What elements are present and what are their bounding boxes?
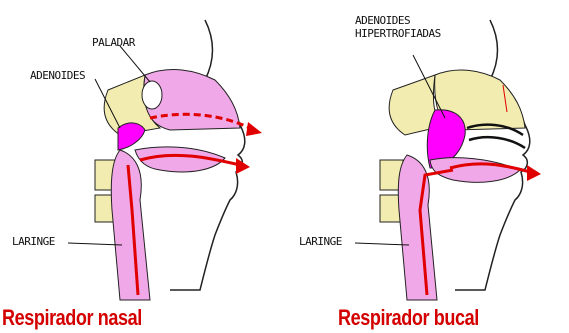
bucal-anatomy-diagram [285,0,569,333]
oral-airflow-arrowhead [236,158,250,174]
label-adenoids: ADENOIDES [30,69,85,82]
label-larynx: LARINGE [12,235,55,248]
caption-bucal: Respirador bucal [338,305,479,331]
panel-mouth-breathing: ADENOIDES HIPERTROFIADAS LARINGE Respira… [285,0,569,333]
label-palate: PALADAR [92,36,135,49]
tongue [430,158,520,183]
panel-nasal-breathing: PALADAR ADENOIDES LARINGE Respirador nas… [0,0,284,333]
face-profile-outline [455,20,530,290]
caption-nasal: Respirador nasal [2,305,142,331]
adenoids-normal [118,123,145,150]
nasal-anatomy-diagram [0,0,284,333]
palate-leader-line [120,46,150,82]
label-larynx: LARINGE [299,235,342,248]
palate-shape [142,81,162,109]
pharynx-larynx [111,150,150,300]
label-adenoids-line1: ADENOIDES [355,14,410,27]
larynx-leader-line [355,243,409,245]
label-adenoids-line2: HIPERTROFIADAS [355,27,441,40]
larynx-leader-line [68,243,122,245]
oral-airflow-arrowhead [527,165,541,181]
turbinate-lower [469,137,525,148]
pharynx-larynx [398,155,437,300]
nasal-airflow-arrowhead [246,122,262,136]
